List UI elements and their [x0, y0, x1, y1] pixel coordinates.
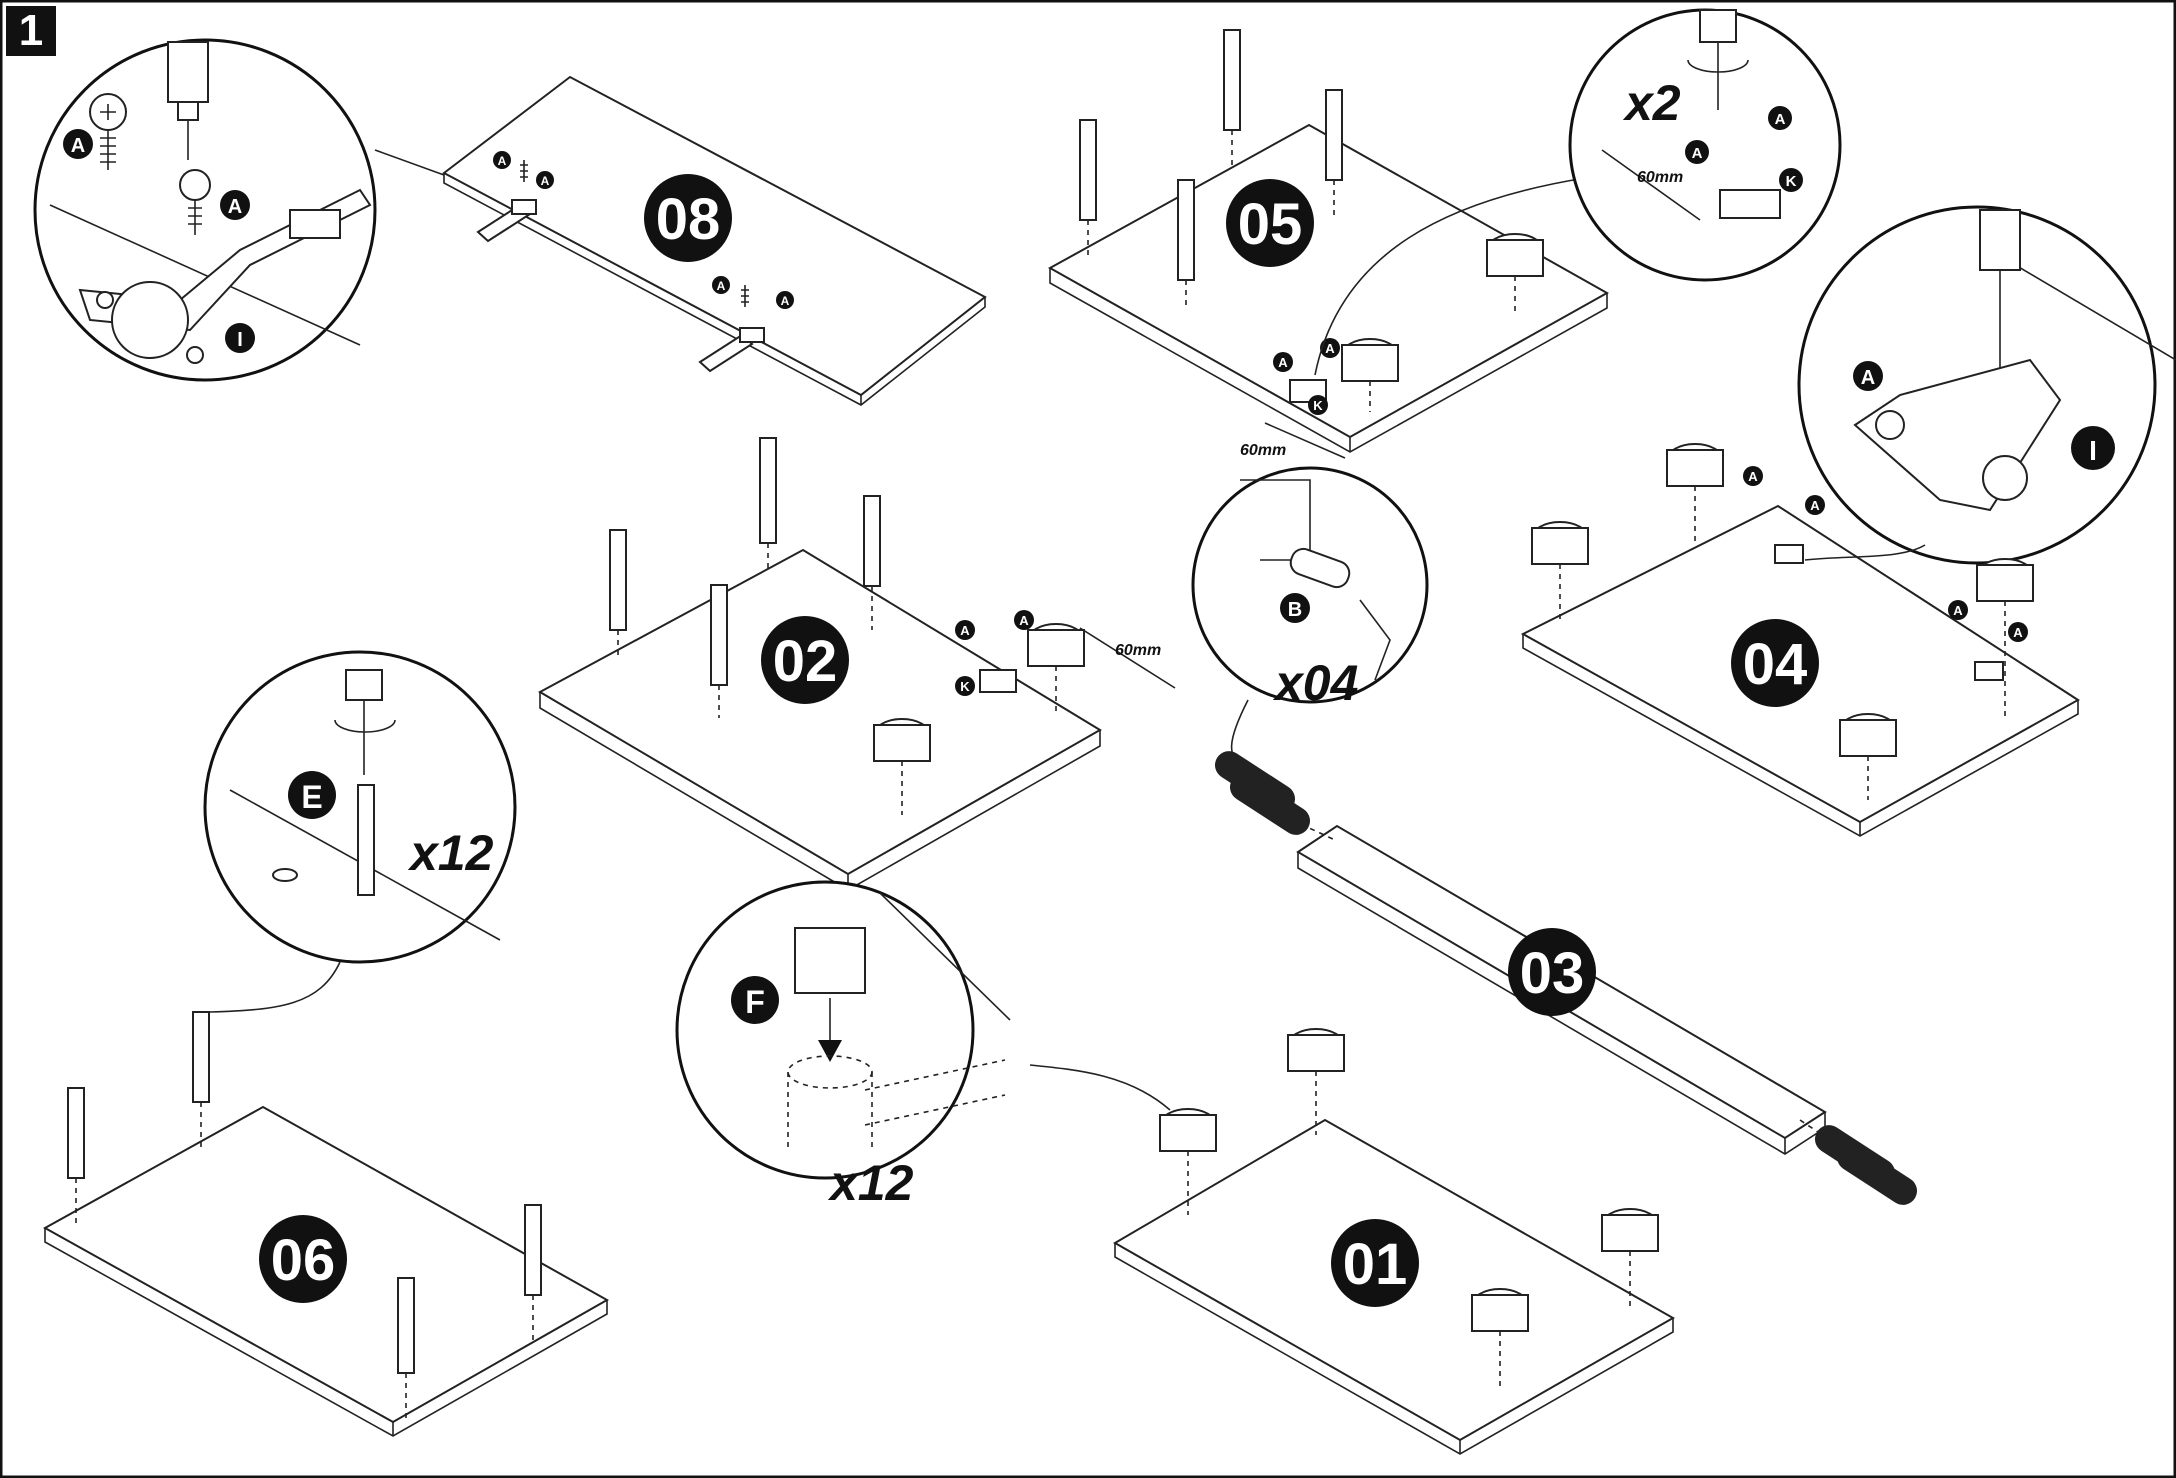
panel-05-badge — [1226, 179, 1314, 267]
cam-locks-p02 — [873, 623, 1085, 815]
svg-text:A: A — [1748, 469, 1758, 484]
panel-02-label: 02 — [773, 629, 838, 694]
cam-locks-p05 — [1341, 233, 1544, 412]
measure-p05: 60mm — [1240, 442, 1286, 459]
panel-04: 04 A A A A — [1520, 443, 2080, 837]
svg-text:A: A — [960, 623, 970, 638]
cam-bolts-p05 — [1079, 29, 1343, 310]
panel-01-badge — [1331, 1219, 1419, 1307]
panel-02-badge — [761, 616, 849, 704]
panel-04-badge — [1731, 619, 1819, 707]
panel-08: 08 A A A A — [442, 75, 987, 406]
svg-text:K: K — [1786, 173, 1797, 190]
panel-01: 01 — [1113, 1028, 1676, 1455]
svg-text:A: A — [2013, 625, 2023, 640]
panel-05: 05 A A K 60mm — [1047, 29, 1610, 459]
qty-cam-locks: x12 — [827, 1155, 914, 1211]
hinge-upper: A A — [476, 151, 554, 243]
svg-text:A: A — [1692, 145, 1703, 162]
svg-text:A: A — [1810, 498, 1820, 513]
svg-text:K: K — [960, 679, 970, 694]
detail-hinge-install: A A I — [33, 38, 445, 382]
panel-06-label: 06 — [271, 1228, 336, 1293]
panel-08-badge — [644, 174, 732, 262]
svg-text:A: A — [1953, 603, 1963, 618]
cam-bolts-p06 — [67, 1011, 542, 1420]
detail-cam-lock-x12: F x12 — [675, 880, 1171, 1211]
svg-text:A: A — [1775, 111, 1786, 128]
panel-01-label: 01 — [1343, 1232, 1408, 1297]
dowels — [1215, 751, 1917, 1205]
panel-06: 06 — [42, 1011, 610, 1437]
svg-text:A: A — [1325, 341, 1335, 356]
svg-text:A: A — [1278, 355, 1288, 370]
svg-text:E: E — [301, 779, 322, 815]
measure-p05-detail: 60mm — [1637, 169, 1683, 186]
svg-text:I: I — [2089, 435, 2097, 466]
qty-dowels: x04 — [1272, 655, 1358, 711]
detail-hinge-right: A I — [1797, 205, 2176, 565]
panel-04-label: 04 — [1743, 632, 1808, 697]
detail-dowel-x04: B x04 — [1191, 466, 1429, 766]
panel-03-badge — [1508, 928, 1596, 1016]
svg-text:B: B — [1288, 599, 1302, 621]
panel-03-label: 03 — [1520, 941, 1585, 1006]
panel-02: 02 A A K 60mm — [537, 437, 1176, 891]
svg-text:A: A — [1861, 367, 1875, 389]
cam-bolts-p02 — [609, 437, 881, 718]
svg-text:K: K — [1313, 398, 1323, 413]
qty-bracket-screws: x2 — [1622, 75, 1681, 131]
detail-bracket-x2: x2 60mm A A K — [1568, 8, 1842, 282]
hinge-lower: A A — [698, 276, 794, 373]
svg-text:A: A — [71, 135, 85, 157]
panel-03: 03 — [1215, 751, 1917, 1205]
cam-locks-p01 — [1159, 1028, 1659, 1390]
svg-text:A: A — [541, 174, 550, 188]
svg-text:I: I — [237, 329, 243, 351]
measure-p02: 60mm — [1115, 642, 1161, 659]
svg-text:A: A — [781, 294, 790, 308]
svg-text:A: A — [717, 279, 726, 293]
step-number-badge: 1 — [6, 6, 56, 56]
panel-08-label: 08 — [656, 187, 721, 252]
svg-text:F: F — [745, 984, 765, 1020]
detail-cam-bolt-x12: E x12 — [203, 650, 517, 1013]
svg-text:A: A — [228, 196, 242, 218]
panel-05-label: 05 — [1238, 192, 1303, 257]
svg-text:A: A — [498, 154, 507, 168]
svg-text:A: A — [1019, 613, 1029, 628]
cam-locks-p04 — [1531, 443, 2034, 800]
qty-cam-bolts: x12 — [407, 825, 494, 881]
panel-06-badge — [259, 1215, 347, 1303]
